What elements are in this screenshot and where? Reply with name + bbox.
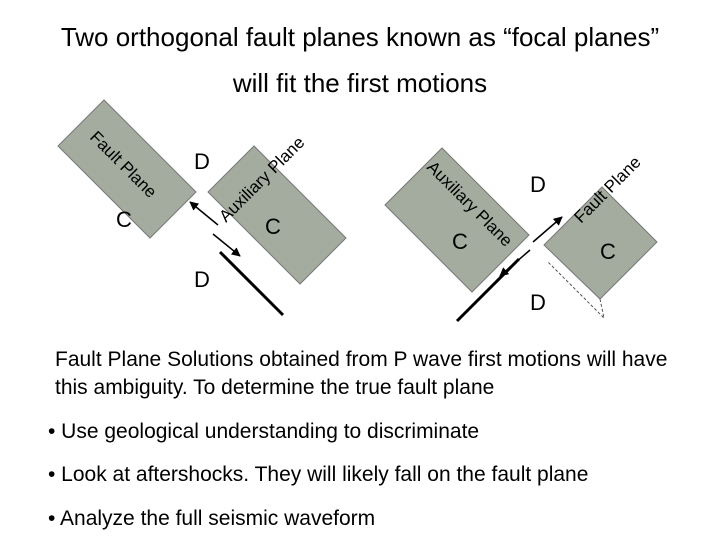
right-dilatation-label-bottom: D [530,290,546,315]
bullet-item: • Analyze the full seismic waveform [48,507,376,530]
slide-title: Two orthogonal fault planes known as “fo… [0,14,720,106]
left-compression-label: C [116,207,132,232]
left-fault-line [218,250,285,317]
right-compression-block [384,147,530,293]
left-compression-block [207,145,347,285]
left-slip-arrow [189,201,219,226]
left-focal-diagram: Fault Plane Auxiliary Plane D D C C [57,99,347,317]
right-focal-diagram: Auxiliary Plane Fault Plane D D C C [384,147,658,323]
left-dilatation-label-bottom: D [194,267,210,292]
right-slip-arrow [532,216,563,243]
right-dilatation-label-top: D [530,172,546,197]
left-compression-block [57,99,197,239]
title-line-2: will fit the first motions [232,68,488,98]
right-compression-label: C [452,229,468,254]
bullet-item: • Use geological understanding to discri… [48,420,480,443]
right-compression-block [543,186,658,300]
title-line-1: Two orthogonal fault planes known as “fo… [60,22,660,52]
focal-plane-diagram: Fault Plane Auxiliary Plane D D C C Auxi… [57,99,658,323]
bullet-item: • Look at aftershocks. They will likely … [48,463,589,486]
right-dashed-outline [547,261,605,320]
left-compression-label: C [265,214,281,239]
right-compression-label: C [600,239,616,264]
explanation-paragraph: Fault Plane Solutions obtained from P wa… [55,348,668,399]
left-dilatation-label-top: D [194,149,210,174]
left-slip-arrow [212,233,241,257]
right-slip-arrow [499,249,531,277]
